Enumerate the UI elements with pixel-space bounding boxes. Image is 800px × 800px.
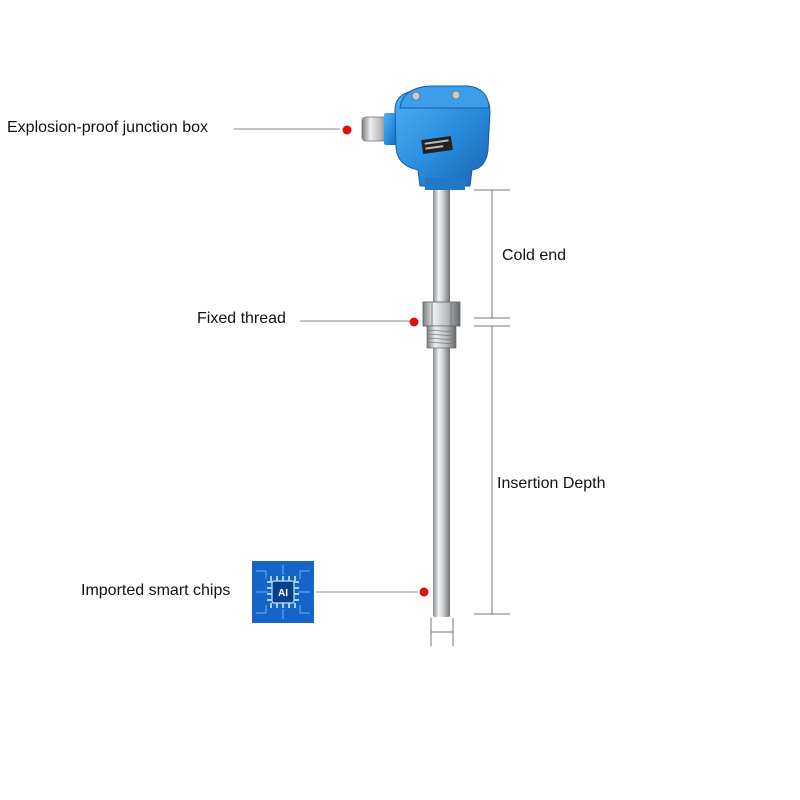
ai-chip-badge: AI <box>252 561 314 623</box>
junction-box <box>361 85 491 190</box>
marker-dot-fixed-thread <box>409 317 419 327</box>
marker-dots <box>342 125 429 597</box>
label-smart-chips: Imported smart chips <box>81 582 231 599</box>
ai-chip-icon: AI <box>252 561 314 623</box>
label-insertion-depth: Insertion Depth <box>497 475 606 492</box>
probe-tube <box>433 185 450 617</box>
label-fixed-thread: Fixed thread <box>197 310 286 327</box>
dimension-lines <box>430 189 510 646</box>
label-cold-end: Cold end <box>502 247 567 264</box>
fixed-thread-fitting <box>422 301 461 349</box>
leader-lines <box>234 128 418 593</box>
ai-chip-text: AI <box>278 588 288 599</box>
label-junction-box: Explosion-proof junction box <box>7 119 209 136</box>
marker-dot-smart-chips <box>419 587 429 597</box>
marker-dot-junction-box <box>342 125 352 135</box>
